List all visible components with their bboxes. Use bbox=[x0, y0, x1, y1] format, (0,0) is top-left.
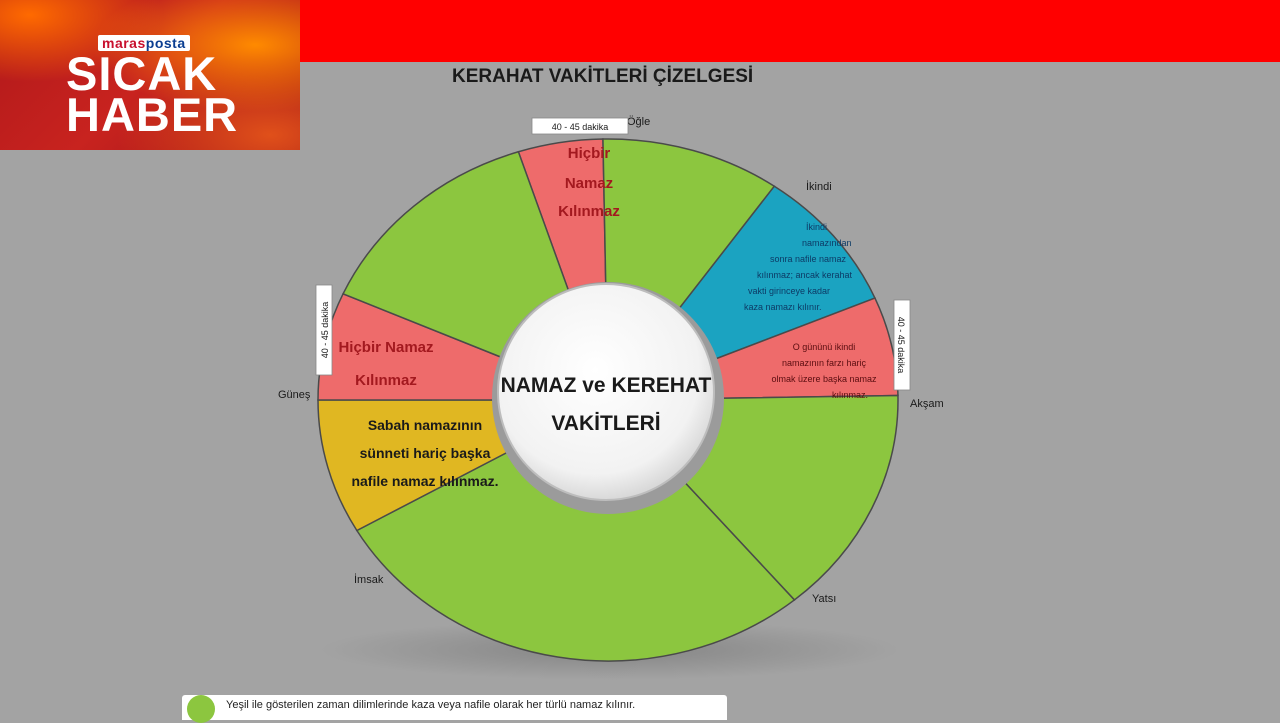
ikindi-line-2: namazından bbox=[802, 238, 852, 248]
legend-green-dot bbox=[187, 695, 215, 723]
legend-text: Yeşil ile gösterilen zaman dilimlerinde … bbox=[226, 699, 636, 711]
duration-tag-sunrise: 40 - 45 dakika bbox=[315, 284, 333, 376]
center-line-2: VAKİTLERİ bbox=[551, 412, 660, 435]
logo-line-2: HABER bbox=[66, 88, 239, 141]
chart-title: KERAHAT VAKİTLERİ ÇİZELGESİ bbox=[452, 66, 754, 87]
ikindi-line-5: vakti girinceye kadar bbox=[748, 286, 830, 296]
aksam-line-2: namazının farzı hariç bbox=[782, 358, 867, 368]
marasposta-brand: marasposta bbox=[98, 35, 190, 51]
legend-bar bbox=[182, 695, 727, 720]
center-circle bbox=[497, 283, 715, 501]
sabah-line-3: nafile namaz kılınmaz. bbox=[351, 473, 498, 489]
svg-text:40 - 45 dakika: 40 - 45 dakika bbox=[896, 317, 906, 374]
aksam-line-1: O gününü ikindi bbox=[793, 342, 856, 352]
label-ogle: Öğle bbox=[627, 116, 650, 128]
aksam-line-3: olmak üzere başka namaz bbox=[771, 374, 877, 384]
duration-tag-noon: 40 - 45 dakika bbox=[531, 117, 629, 135]
logo-line-1: SICAK bbox=[66, 47, 218, 100]
sunrise-line-1: Hiçbir Namaz bbox=[338, 339, 433, 356]
noon-line-2: Namaz bbox=[565, 175, 613, 192]
header-red-bar bbox=[300, 0, 1280, 62]
sicak-haber-logo: marasposta SICAK HABER bbox=[0, 0, 300, 150]
noon-line-3: Kılınmaz bbox=[558, 203, 620, 220]
label-aksam: Akşam bbox=[910, 398, 944, 410]
ikindi-line-3: sonra nafile namaz bbox=[770, 254, 847, 264]
label-ikindi: İkindi bbox=[806, 180, 832, 193]
label-imsak: İmsak bbox=[354, 573, 384, 586]
ikindi-line-1: İkindi bbox=[806, 222, 827, 232]
label-yatsi: Yatsı bbox=[812, 593, 836, 605]
center-line-1: NAMAZ ve KEREHAT bbox=[501, 374, 712, 397]
sunrise-line-2: Kılınmaz bbox=[355, 372, 417, 389]
svg-text:40 - 45 dakika: 40 - 45 dakika bbox=[552, 122, 609, 132]
aksam-line-4: kılınmaz. bbox=[832, 390, 868, 400]
ikindi-line-6: kaza namazı kılınır. bbox=[744, 302, 822, 312]
ikindi-line-4: kılınmaz; ancak kerahat bbox=[757, 270, 853, 280]
svg-text:40 - 45 dakika: 40 - 45 dakika bbox=[320, 302, 330, 359]
label-gunes: Güneş bbox=[278, 389, 311, 401]
sabah-line-1: Sabah namazının bbox=[368, 417, 482, 433]
noon-line-1: Hiçbir bbox=[568, 145, 611, 162]
segments bbox=[317, 138, 899, 662]
duration-tag-aksam: 40 - 45 dakika bbox=[893, 299, 911, 391]
sabah-line-2: sünneti hariç başka bbox=[360, 445, 491, 461]
